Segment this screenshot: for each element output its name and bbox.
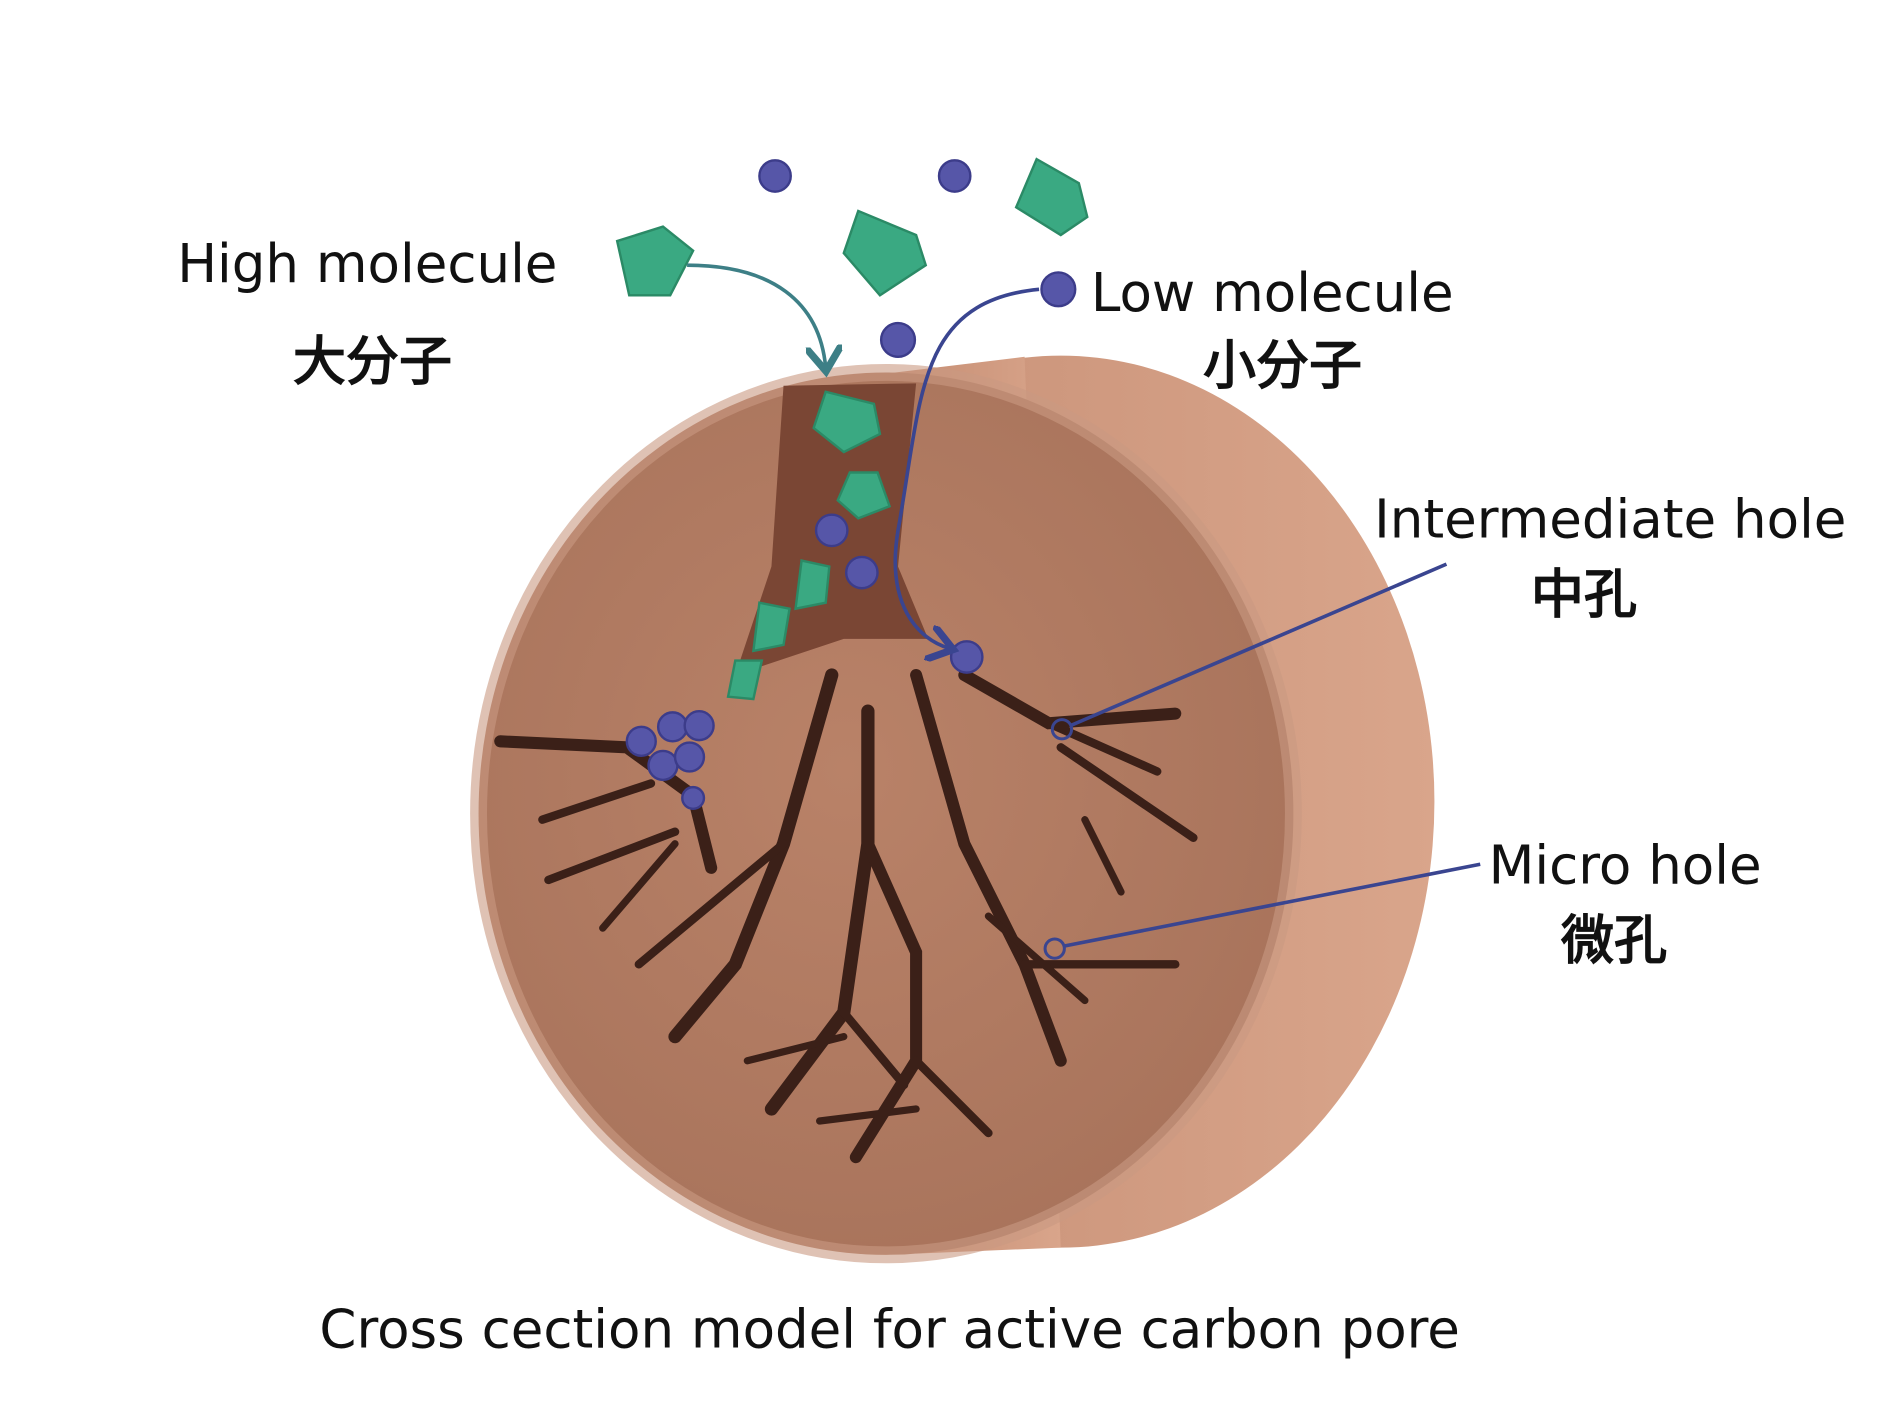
- high-molecule: [615, 225, 695, 297]
- low-molecule: [656, 711, 689, 743]
- low-molecule: [673, 741, 706, 773]
- intermediate-hole-leader: [1069, 562, 1448, 728]
- low-molecule: [681, 785, 706, 811]
- high-molecule-arrow: [687, 263, 826, 367]
- high-molecule: [751, 601, 791, 653]
- low-molecule: [758, 159, 792, 193]
- low-molecule: [949, 640, 984, 674]
- low-molecule-label: Low molecule: [1091, 262, 1454, 324]
- high-molecule: [1014, 157, 1089, 237]
- low-molecule: [683, 709, 715, 742]
- high-molecule: [842, 209, 928, 297]
- micro-pores: [494, 668, 1198, 1164]
- low-molecule-arrow: [893, 287, 1040, 648]
- micro-hole-leader: [1062, 862, 1481, 949]
- high-molecule: [812, 390, 882, 454]
- low-molecule: [647, 749, 679, 782]
- low-molecule: [814, 513, 849, 548]
- high-molecule-label: High molecule: [177, 233, 557, 295]
- low-molecule: [844, 555, 879, 590]
- micro-hole-marker: [1043, 937, 1066, 960]
- high-molecule-label-cn: 大分子: [293, 331, 452, 393]
- high-molecule: [836, 471, 892, 520]
- low-molecule: [625, 725, 657, 757]
- micro-hole-label: Micro hole: [1489, 835, 1762, 897]
- intermediate-hole-label-cn: 中孔: [1531, 563, 1637, 625]
- figure-caption: Cross cection model for active carbon po…: [319, 1299, 1459, 1361]
- high-molecule: [794, 559, 831, 611]
- low-molecule: [1040, 271, 1077, 308]
- low-molecule: [879, 321, 917, 359]
- low-molecule-label-cn: 小分子: [1203, 334, 1362, 396]
- low-molecules: [625, 159, 1077, 811]
- low-molecule: [937, 159, 972, 193]
- disk-face-rim: [470, 364, 1302, 1264]
- intermediate-hole-marker: [1050, 718, 1074, 741]
- high-molecule: [726, 659, 764, 701]
- micro-hole-label-cn: 微孔: [1560, 909, 1667, 971]
- high-molecules: [615, 157, 1089, 701]
- intermediate-hole-label: Intermediate hole: [1374, 489, 1846, 551]
- carbon-disk: [470, 355, 1435, 1264]
